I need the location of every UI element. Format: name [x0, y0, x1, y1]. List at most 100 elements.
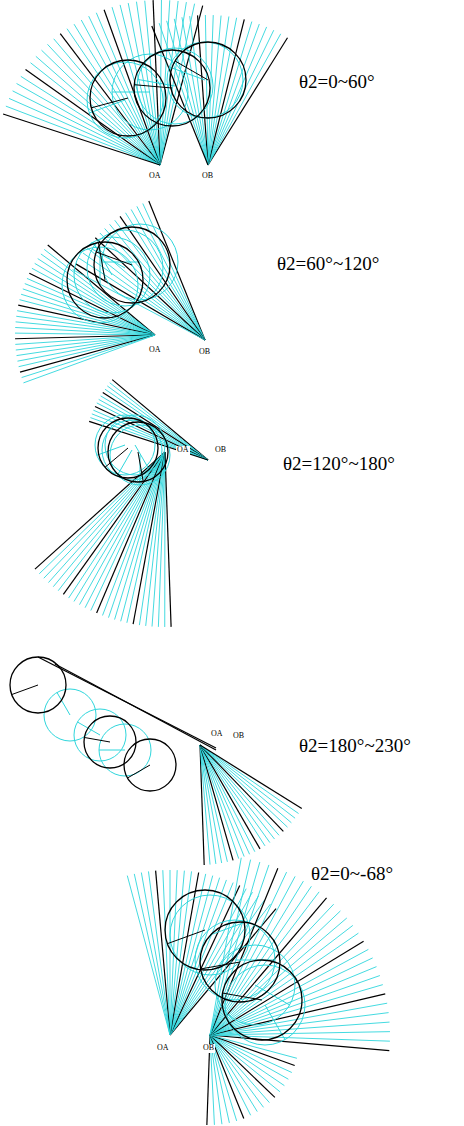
- crank-radius: [117, 450, 132, 476]
- link-position-line: [182, 17, 208, 165]
- link-position-line: [160, 0, 161, 165]
- link-position-line: [200, 745, 299, 813]
- link-position-line: [208, 16, 229, 165]
- link-position-line: [134, 874, 170, 1035]
- link-position-line: [95, 238, 205, 340]
- crank-radius: [138, 452, 143, 482]
- link-position-line: [156, 871, 170, 1035]
- link-position-line: [103, 393, 208, 460]
- link-position-line: [210, 898, 327, 1035]
- link-position-line: [22, 335, 155, 378]
- link-position-line: [200, 745, 283, 831]
- link-position-line: [23, 289, 155, 335]
- roller-circle: [10, 657, 66, 713]
- roller-circle: [225, 965, 305, 1045]
- link-position-line: [25, 284, 155, 335]
- roller-circle: [124, 739, 176, 791]
- pivot-label: OA: [176, 446, 190, 455]
- link-position-line: [165, 452, 171, 627]
- crank-radius: [201, 962, 240, 969]
- roller-circle: [222, 960, 302, 1040]
- pivot-label: OB: [201, 172, 214, 181]
- link-position-line: [174, 19, 208, 165]
- crank-radius: [175, 61, 208, 80]
- pivot-label: OB: [232, 732, 245, 741]
- link-position-line: [210, 1035, 284, 1086]
- crank-radius: [98, 243, 105, 280]
- crank-radius: [167, 930, 205, 944]
- link-position-line: [200, 745, 275, 839]
- roller-circle: [215, 945, 295, 1025]
- roller-circle: [102, 224, 178, 300]
- link-position-line: [128, 3, 160, 165]
- crank-radius: [127, 765, 150, 778]
- link-position-line: [127, 876, 170, 1035]
- link-position-line: [200, 745, 279, 835]
- link-position-line: [141, 873, 170, 1035]
- link-position-line: [160, 6, 203, 165]
- link-position-line: [170, 896, 259, 1035]
- link-position-line: [210, 1035, 389, 1051]
- roller-circle: [74, 237, 150, 313]
- link-position-line: [54, 39, 160, 165]
- roller-circle: [84, 716, 136, 768]
- link-position-line: [210, 949, 368, 1035]
- link-position-line: [16, 322, 155, 335]
- pivot-label: OB: [198, 348, 211, 357]
- link-position-line: [200, 745, 295, 818]
- link-position-line: [210, 911, 340, 1035]
- link-position-line: [38, 259, 155, 335]
- link-position-line: [17, 335, 155, 356]
- link-position-line: [210, 862, 260, 1035]
- link-position-line: [210, 1035, 390, 1041]
- link-position-line: [208, 24, 259, 165]
- link-position-line: [100, 233, 205, 340]
- link-position-line: [19, 335, 155, 367]
- crank-radius: [84, 737, 110, 742]
- link-position-line: [170, 870, 171, 1035]
- roller-circle: [98, 418, 158, 478]
- crank-radius: [255, 985, 290, 1005]
- link-position-line: [9, 98, 160, 165]
- crank-radius: [169, 67, 205, 80]
- link-position-line: [210, 1035, 280, 1092]
- link-position-line: [164, 452, 165, 627]
- link-position-line: [87, 248, 205, 340]
- link-position-line: [15, 333, 155, 335]
- crank-radius: [96, 252, 132, 265]
- crank-radius: [102, 262, 140, 263]
- link-position-line: [112, 380, 208, 460]
- link-position-line: [15, 327, 155, 335]
- link-position-line: [20, 335, 155, 372]
- crank-radius: [223, 993, 262, 1000]
- roller-circle: [134, 50, 210, 126]
- link-position-line: [95, 407, 208, 460]
- crank-radius: [12, 685, 38, 695]
- angle-range-label: θ2=0~60°: [298, 72, 376, 93]
- angle-range-label: θ2=60°~120°: [276, 254, 380, 275]
- roller-circle: [102, 420, 162, 480]
- link-position-line: [91, 452, 165, 610]
- pivot-label: OB: [214, 446, 227, 455]
- roller-circle: [90, 60, 166, 136]
- roller-circle: [170, 42, 246, 118]
- link-position-line: [208, 19, 244, 165]
- link-position-line: [60, 34, 160, 165]
- pivot-label: OA: [148, 172, 162, 181]
- link-position-line: [152, 26, 208, 165]
- crank-radius: [77, 722, 100, 735]
- pivot-label: OA: [210, 730, 224, 739]
- pivot-label: OA: [156, 1044, 170, 1053]
- angle-range-label: θ2=0~-68°: [310, 864, 394, 885]
- link-position-line: [16, 316, 155, 335]
- link-position-line: [210, 876, 295, 1035]
- link-position-line: [146, 452, 165, 626]
- link-position-line: [208, 34, 281, 165]
- link-position-line: [159, 23, 208, 165]
- link-position-line: [91, 243, 205, 340]
- link-position-line: [200, 745, 250, 854]
- link-position-line: [3, 114, 160, 165]
- roller-circle: [94, 227, 170, 303]
- roller-circle: [200, 922, 280, 1002]
